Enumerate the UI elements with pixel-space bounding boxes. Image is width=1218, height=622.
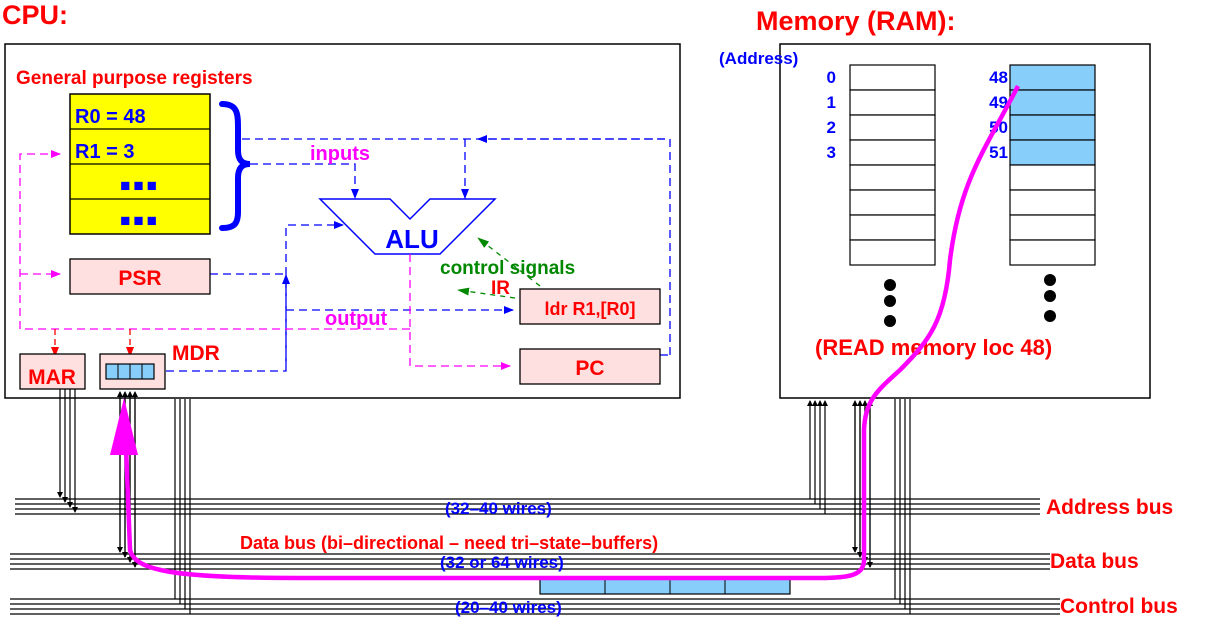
ir-value: ldr R1,[R0]	[544, 299, 635, 319]
mar-mdr-feed-paths	[51, 329, 134, 357]
memory-cell	[849, 89, 936, 116]
read-path-arrowhead-icon	[110, 398, 138, 455]
gpr-label: General purpose registers	[16, 68, 253, 89]
memory-cell	[1009, 214, 1096, 241]
control-bus-wires: (20–40 wires)	[455, 598, 562, 617]
data-bus-wires: (32 or 64 wires)	[440, 553, 564, 572]
data-bus-note: Data bus (bi–directional – need tri–stat…	[240, 533, 658, 553]
address-1: 1	[827, 93, 836, 112]
mdr-cells	[105, 363, 155, 380]
address-48: 48	[989, 68, 1008, 87]
psr-label: PSR	[118, 267, 161, 290]
memory-cell	[849, 214, 936, 241]
psr-register	[69, 258, 211, 295]
control-signal-paths	[457, 237, 541, 299]
memory-cell	[1009, 189, 1096, 216]
register-r1: R1 = 3	[75, 141, 134, 163]
read-note: (READ memory loc 48)	[815, 335, 1052, 360]
address-bus-label: Address bus	[1046, 496, 1173, 519]
memory-cell	[849, 239, 936, 266]
memory-column-right	[1009, 64, 1096, 266]
inputs-label: inputs	[310, 143, 370, 165]
memory-cell	[849, 64, 936, 91]
memory-column-left	[849, 64, 936, 266]
address-bus-wires: (32–40 wires)	[445, 499, 552, 518]
memory-cell	[1009, 114, 1096, 141]
memory-cell	[849, 164, 936, 191]
data-bus-lines	[10, 553, 1050, 570]
memory-cell	[849, 139, 936, 166]
control-signals-label: control signals	[440, 258, 575, 279]
cpu-title: CPU:	[2, 0, 68, 30]
memory-cell	[1009, 64, 1096, 91]
read-data-path	[122, 84, 1020, 581]
address-49: 49	[989, 93, 1008, 112]
register-ellipsis-2: ■■■	[120, 211, 160, 230]
memory-cell	[1009, 139, 1096, 166]
alu-shape	[318, 198, 497, 255]
mar-register	[19, 353, 86, 390]
address-bus-lines	[15, 498, 1040, 515]
data-packet	[539, 578, 791, 595]
register-r0: R0 = 48	[75, 106, 146, 128]
mdr-label: MDR	[172, 342, 220, 365]
ir-register	[519, 288, 661, 325]
memory-cell	[1009, 164, 1096, 191]
memory-title: Memory (RAM):	[756, 6, 956, 36]
alu-input-paths	[166, 135, 671, 372]
address-3: 3	[827, 143, 836, 162]
memory-bus-connections	[807, 399, 911, 614]
memory-ellipsis-icon	[884, 274, 1056, 327]
pc-label: PC	[575, 357, 604, 380]
memory-cell	[1009, 239, 1096, 266]
register-file: R0 = 48 R1 = 3 ■■■ ■■■	[69, 93, 211, 235]
ir-label: IR	[491, 278, 510, 299]
mar-label: MAR	[28, 366, 76, 389]
alu-label: ALU	[385, 224, 438, 254]
output-label: output	[325, 308, 388, 330]
control-bus-label: Control bus	[1060, 595, 1178, 618]
memory-cell	[1009, 89, 1096, 116]
data-bus-label: Data bus	[1050, 550, 1139, 573]
memory-cell	[849, 189, 936, 216]
address-label: (Address)	[719, 49, 798, 68]
register-ellipsis-1: ■■■	[120, 176, 160, 195]
alu-output-paths	[19, 150, 511, 370]
memory-cell	[849, 114, 936, 141]
address-2: 2	[827, 118, 836, 137]
pc-register	[519, 348, 661, 385]
address-0: 0	[827, 68, 836, 87]
memory-left-addresses: 0 1 2 3	[827, 68, 836, 162]
address-51: 51	[989, 143, 1008, 162]
